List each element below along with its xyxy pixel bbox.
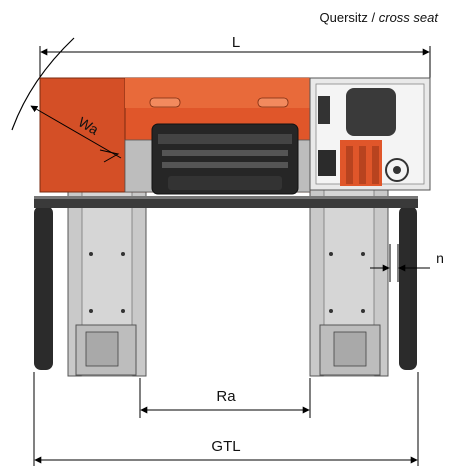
left-fork-tine <box>34 206 53 370</box>
seat-label-en: cross seat <box>378 10 438 25</box>
dimension-l-label: L <box>232 34 240 51</box>
right-fork-tine <box>399 206 417 370</box>
seat-label-separator: / <box>367 10 379 25</box>
dimension-ra: Ra <box>139 378 311 418</box>
control-compartment <box>309 77 431 191</box>
dimension-gtl-label: GTL <box>211 438 240 455</box>
left-fork-leg <box>67 177 147 377</box>
dimension-l: L <box>39 34 431 78</box>
dimension-n-label: n <box>436 250 444 266</box>
dimension-ra-label: Ra <box>216 388 236 405</box>
seat-label-de: Quersitz <box>319 10 368 25</box>
turning-radius-arc <box>11 37 75 131</box>
dimension-gtl: GTL <box>33 372 419 466</box>
fork-carriage-bar <box>34 196 418 208</box>
right-fork-leg <box>309 177 389 377</box>
operator-seat-block <box>151 123 299 195</box>
dimension-n: n <box>370 244 444 282</box>
seat-orientation-label: Quersitz / cross seat <box>320 10 439 25</box>
